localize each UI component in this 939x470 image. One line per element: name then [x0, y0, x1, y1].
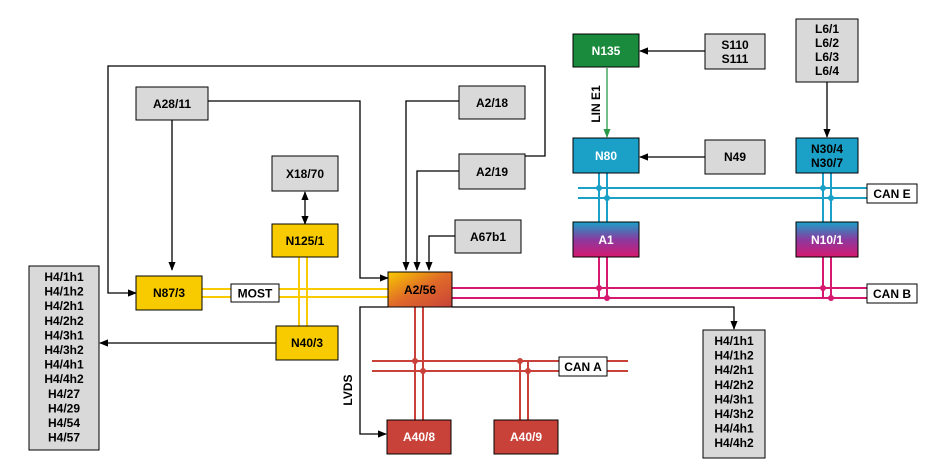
can-b-bus: [452, 256, 868, 299]
node-a40-9: A40/9: [493, 419, 559, 455]
node-l6: L6/1 L6/2 L6/3 L6/4: [795, 18, 859, 83]
can-e-label-box: CAN E: [866, 183, 918, 204]
bus-junction-dots: [412, 185, 834, 374]
node-n49-label: N49: [724, 150, 746, 164]
h4-right-item: H4/4h1: [714, 422, 754, 436]
node-a2-18-label: A2/18: [476, 96, 508, 110]
can-b-label-box: CAN B: [866, 283, 918, 304]
h4-right-item: H4/2h1: [714, 363, 754, 377]
node-a2-56-label: A2/56: [404, 283, 436, 297]
node-l6-2-label: L6/2: [815, 36, 839, 50]
can-a-label-box: CAN A: [558, 356, 608, 377]
h4-left-item: H4/57: [48, 431, 80, 445]
h4-left-item: H4/54: [48, 416, 80, 430]
h4-left-item: H4/4h1: [44, 358, 84, 372]
h4-right-item: H4/2h2: [714, 378, 754, 392]
node-a40-8-label: A40/8: [403, 430, 435, 444]
node-a67b1-label: A67b1: [470, 230, 506, 244]
h4-left-item: H4/1h1: [44, 270, 84, 284]
node-h4-right: H4/1h1H4/1h2H4/2h1H4/2h2H4/3h1H4/3h2H4/4…: [702, 329, 766, 459]
h4-left-item: H4/3h1: [44, 328, 84, 342]
node-h4-left: H4/1h1H4/1h2H4/2h1H4/2h2H4/3h1H4/3h2H4/4…: [28, 265, 100, 451]
node-n125-1-label: N125/1: [286, 234, 325, 248]
node-n135-label: N135: [592, 44, 621, 58]
h4-right-item: H4/3h1: [714, 392, 754, 406]
can-a-label: CAN A: [564, 360, 602, 374]
h4-right-item: H4/3h2: [714, 407, 754, 421]
node-s110-label: S110: [721, 38, 749, 52]
can-b-label: CAN B: [873, 287, 911, 301]
most-bus: [202, 256, 390, 326]
node-n30-4-label: N30/4: [811, 142, 843, 156]
signal-lines: [99, 47, 831, 438]
h4-left-item: H4/4h2: [44, 372, 84, 386]
node-a40-8: A40/8: [386, 419, 452, 455]
node-n10-1-label: N10/1: [811, 233, 843, 247]
node-n87-3-label: N87/3: [153, 286, 185, 300]
node-s110-s111: S110 S111: [704, 33, 766, 70]
most-label-box: MOST: [230, 283, 280, 303]
node-n40-3: N40/3: [275, 325, 339, 361]
node-n80: N80: [572, 137, 640, 174]
node-a1-label: A1: [598, 233, 614, 247]
h4-left-item: H4/2h1: [44, 299, 84, 313]
node-a40-9-label: A40/9: [510, 430, 542, 444]
h4-right-item: H4/1h2: [714, 349, 754, 363]
h4-right-item: H4/1h1: [714, 334, 754, 348]
h4-left-item: H4/3h2: [44, 343, 84, 357]
node-n87-3: N87/3: [135, 275, 203, 311]
node-s111-label: S111: [722, 52, 749, 66]
node-a28-11: A28/11: [135, 86, 209, 121]
lvds-label: LVDS: [341, 374, 355, 405]
node-l6-3-label: L6/3: [815, 50, 839, 64]
h4-left-item: H4/29: [48, 401, 80, 415]
h4-left-item: H4/2h2: [44, 314, 84, 328]
node-l6-4-label: L6/4: [815, 64, 839, 78]
most-label: MOST: [238, 287, 273, 301]
node-n40-3-label: N40/3: [291, 336, 323, 350]
node-a2-18: A2/18: [458, 85, 526, 120]
node-a28-11-label: A28/11: [153, 97, 191, 111]
can-e-bus: [578, 172, 868, 222]
node-x18-70: X18/70: [271, 155, 339, 192]
node-a67b1: A67b1: [454, 219, 522, 254]
h4-right-item: H4/4h2: [714, 436, 754, 450]
node-a2-56: A2/56: [387, 271, 453, 308]
node-n10-1: N10/1: [795, 221, 859, 258]
lin-e1-label: LIN E1: [589, 85, 603, 123]
node-n30-7-label: N30/7: [811, 156, 843, 170]
node-n49: N49: [704, 139, 766, 175]
node-a1: A1: [572, 221, 640, 258]
node-a2-19: A2/19: [458, 153, 526, 190]
node-l6-1-label: L6/1: [815, 22, 839, 36]
h4-left-item: H4/1h2: [44, 285, 84, 299]
node-n125-1: N125/1: [271, 223, 339, 258]
node-n30: N30/4 N30/7: [795, 137, 859, 174]
h4-left-item: H4/27: [48, 387, 80, 401]
node-n80-label: N80: [595, 149, 617, 163]
node-a2-19-label: A2/19: [476, 165, 508, 179]
node-n135: N135: [572, 33, 640, 68]
can-e-label: CAN E: [873, 187, 910, 201]
node-x18-70-label: X18/70: [286, 167, 324, 181]
